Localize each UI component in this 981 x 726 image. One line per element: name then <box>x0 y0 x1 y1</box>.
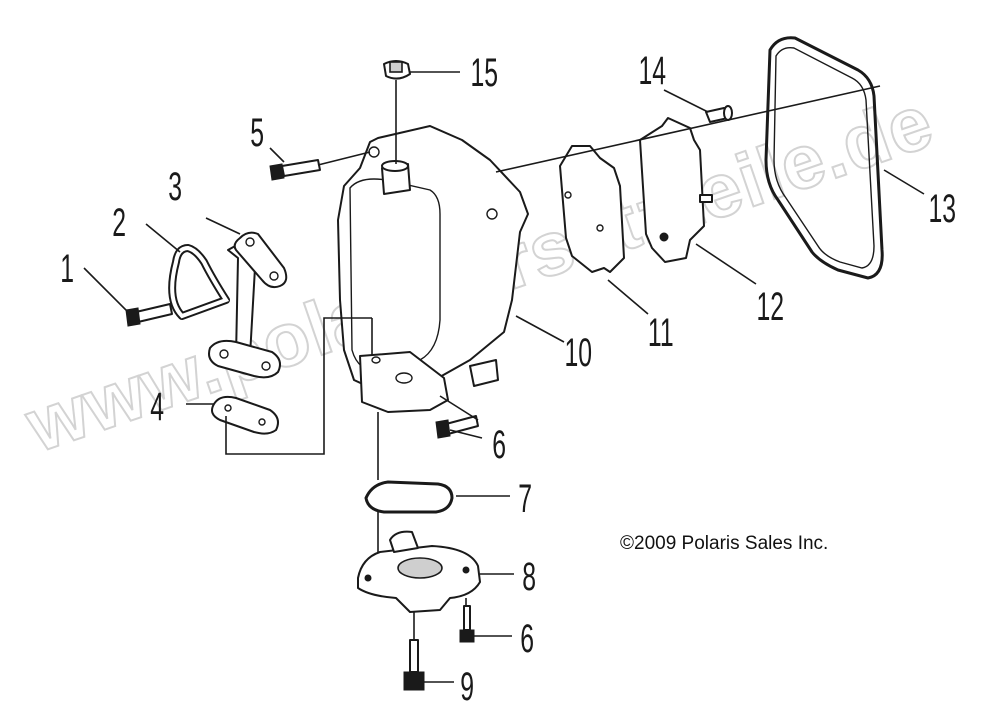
callout-11: 11 <box>648 311 674 355</box>
part-10-valve-cover <box>337 125 529 393</box>
part-9-bolt <box>409 639 419 673</box>
part-4-hole <box>224 404 232 412</box>
part-3-hole <box>245 237 255 247</box>
callout-5: 5 <box>250 111 264 155</box>
callout-10: 10 <box>564 331 592 375</box>
assembly-guides <box>225 80 881 640</box>
part-6-bolt-upper <box>445 415 479 435</box>
callout-15: 15 <box>470 51 498 95</box>
part-13-inner-edge <box>773 46 875 269</box>
part-3-bracket <box>233 231 288 289</box>
part-6-bolt-lower-head <box>459 629 475 643</box>
part-3-hole-2 <box>269 271 279 281</box>
part-11-plate <box>559 145 625 273</box>
part-8-hole <box>364 574 372 582</box>
part-14-washer <box>723 105 733 121</box>
callout-leaders <box>83 71 925 683</box>
callout-1: 1 <box>60 247 74 291</box>
callout-14: 14 <box>638 49 666 93</box>
part-9-bolt-head <box>403 671 425 691</box>
copyright-symbol: © <box>620 533 634 554</box>
part-10-mount-hole-b <box>486 208 498 220</box>
callout-6-upper: 6 <box>492 423 506 467</box>
part-10-spout-top <box>381 160 409 172</box>
callout-13: 13 <box>928 187 956 231</box>
copyright-notice: ©2009 Polaris Sales Inc. <box>620 533 828 555</box>
part-7-gasket <box>364 480 454 514</box>
callout-4: 4 <box>150 385 164 429</box>
part-2-tube-inner <box>170 245 230 319</box>
callout-8: 8 <box>522 555 536 599</box>
part-1-bolt-head <box>125 307 141 327</box>
part-8-housing <box>357 545 481 613</box>
callout-3: 3 <box>168 165 182 209</box>
part-10-bracket-hole <box>371 356 381 364</box>
part-11-hole-2 <box>596 224 604 232</box>
part-10-bracket-hole-2 <box>395 372 413 384</box>
part-15-clamp-tab <box>389 61 403 73</box>
callout-2: 2 <box>112 201 126 245</box>
part-11-hole <box>564 191 572 199</box>
part-10-mount-bracket <box>359 351 449 413</box>
part-8-hole-2 <box>462 566 470 574</box>
part-8-opening <box>397 557 443 579</box>
part-2-flange-hole <box>219 349 229 359</box>
part-13-cover-gasket <box>764 36 884 280</box>
part-10-tab <box>469 359 499 387</box>
part-4-hole-2 <box>258 418 266 426</box>
part-12-hole <box>659 232 669 242</box>
part-2-flange <box>208 339 281 379</box>
part-2-flange-hole-2 <box>261 361 271 371</box>
copyright-text: 2009 Polaris Sales Inc. <box>634 533 829 554</box>
callout-6-lower: 6 <box>520 617 534 661</box>
part-8-outlet <box>389 530 419 553</box>
part-4-gasket <box>211 395 279 435</box>
callout-7: 7 <box>518 477 532 521</box>
part-6-bolt-lower <box>463 605 471 631</box>
part-6-bolt-upper-head <box>435 419 451 439</box>
part-12-stud <box>699 194 713 203</box>
part-5-bolt-head <box>269 163 285 181</box>
part-1-bolt <box>135 303 173 323</box>
part-5-bolt <box>281 159 321 177</box>
callout-12: 12 <box>756 285 784 329</box>
part-12-breather-plate <box>639 117 705 263</box>
callout-9: 9 <box>460 665 474 709</box>
